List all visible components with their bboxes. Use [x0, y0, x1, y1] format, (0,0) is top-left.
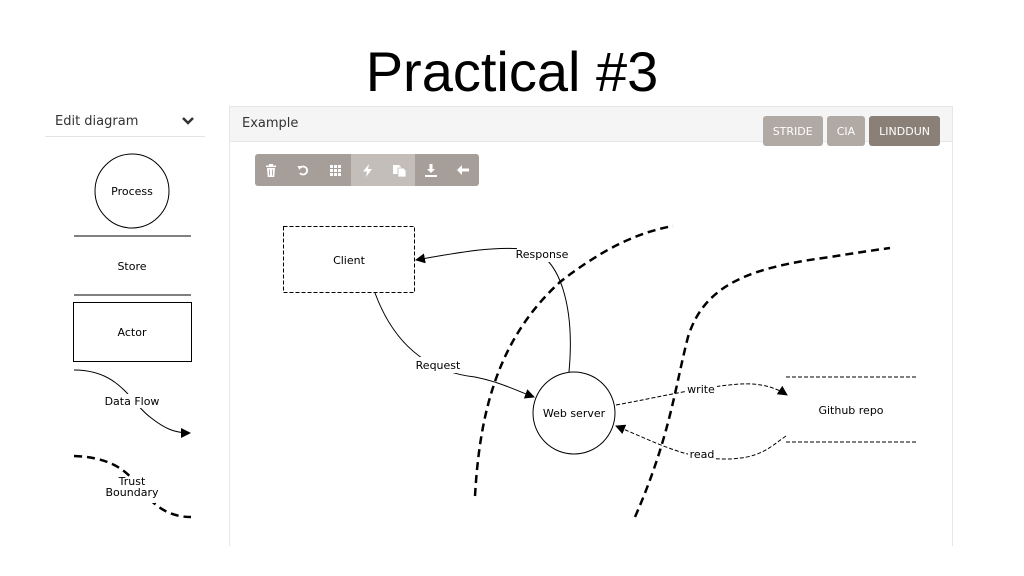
stencil-store-label: Store — [117, 260, 146, 273]
trust-boundary-right[interactable] — [633, 246, 891, 518]
read-label: read — [690, 448, 715, 461]
web-server-node[interactable]: Web server — [532, 371, 616, 455]
stencil-boundary-label-2: Boundary — [106, 486, 159, 499]
request-label: Request — [416, 359, 461, 372]
threat-model-buttons: STRIDE CIA LINDDUN — [762, 116, 940, 146]
edit-diagram-label: Edit diagram — [55, 113, 139, 129]
stride-button[interactable]: STRIDE — [762, 116, 823, 146]
client-node[interactable]: Client — [283, 226, 415, 293]
stencil-store[interactable]: Store — [74, 235, 191, 296]
response-flow[interactable]: Response — [415, 246, 571, 373]
download-icon[interactable] — [415, 154, 447, 186]
github-repo-label: Github repo — [818, 404, 883, 417]
linddun-button[interactable]: LINDDUN — [869, 116, 940, 146]
page-title: Practical #3 — [365, 40, 659, 103]
diagram-toolbar — [255, 154, 479, 186]
client-label: Client — [333, 254, 366, 267]
panel-header: Example STRIDE CIA LINDDUN — [230, 107, 952, 146]
grid-icon[interactable] — [319, 154, 351, 186]
cia-button[interactable]: CIA — [826, 116, 866, 146]
stencil-boundary-label-1: Trust — [118, 475, 146, 488]
diagram-panel: Example STRIDE CIA LINDDUN — [229, 106, 953, 546]
request-flow[interactable]: Request — [374, 292, 535, 399]
read-flow[interactable]: read — [615, 424, 787, 461]
web-server-label: Web server — [543, 407, 606, 420]
panel-title: Example — [242, 116, 299, 131]
flash-icon[interactable] — [351, 154, 383, 186]
response-label: Response — [516, 248, 569, 261]
undo-icon[interactable] — [287, 154, 319, 186]
chevron-down-icon — [182, 117, 194, 125]
trust-boundary-left[interactable] — [473, 224, 674, 497]
write-flow[interactable]: write — [615, 382, 788, 406]
stencil-palette: Edit diagram Process Store Actor Data Fl… — [45, 106, 205, 546]
stencil-flow-label: Data Flow — [105, 395, 160, 408]
delete-icon[interactable] — [255, 154, 287, 186]
write-label: write — [687, 383, 715, 396]
stencil-actor-label: Actor — [118, 326, 147, 339]
stencil-process[interactable]: Process — [94, 153, 170, 229]
stencil-data-flow[interactable]: Data Flow — [73, 369, 191, 438]
edit-diagram-toggle[interactable]: Edit diagram — [45, 106, 205, 137]
stencil-trust-boundary[interactable]: Trust Boundary — [73, 454, 192, 519]
copy-icon[interactable] — [383, 154, 415, 186]
stencil-actor[interactable]: Actor — [73, 302, 192, 362]
diagram-canvas[interactable]: Client Web server Github repo Response R… — [230, 107, 952, 547]
github-repo-node[interactable]: Github repo — [786, 376, 916, 443]
stencil-process-label: Process — [111, 185, 153, 198]
back-arrow-icon[interactable] — [447, 154, 479, 186]
